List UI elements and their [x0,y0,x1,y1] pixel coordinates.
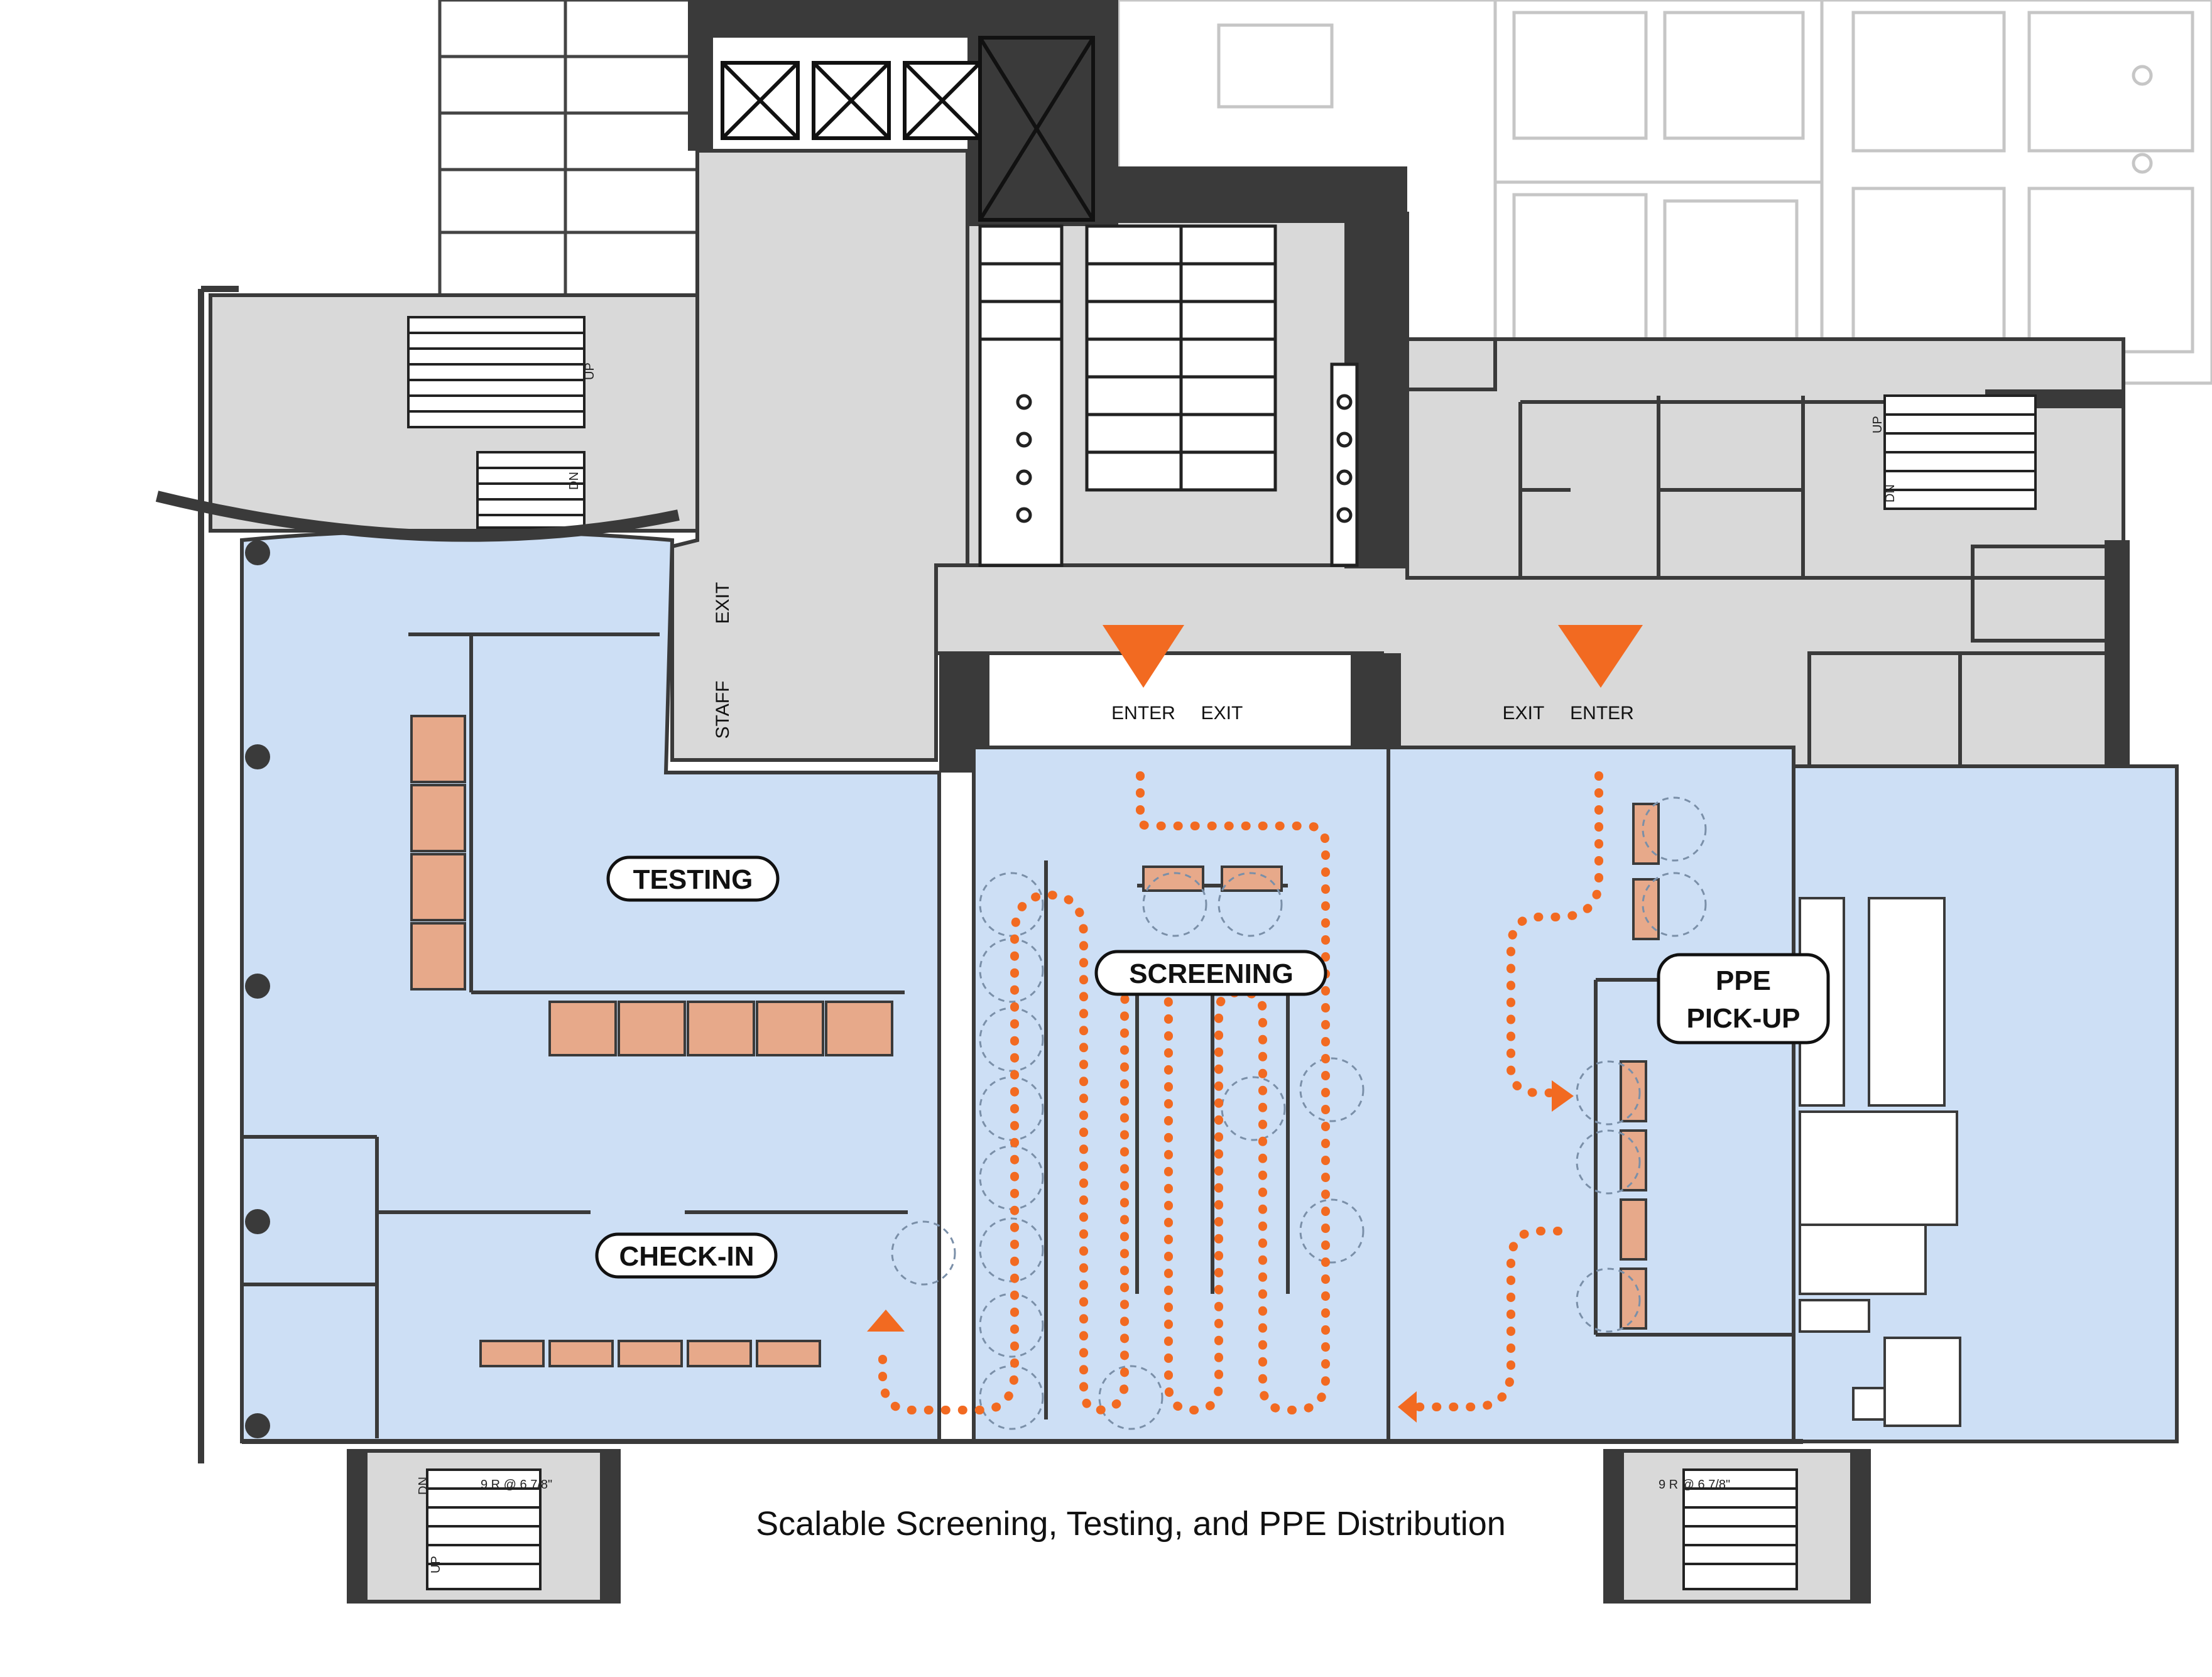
stair-up-label-3: UP [429,1556,443,1573]
route-arrows [867,625,1643,1423]
stair-dn-label-2: DN [1883,484,1897,502]
figure-caption: Scalable Screening, Testing, and PPE Dis… [756,1505,1506,1543]
curtain-wall [438,0,699,297]
checkin-arrow-icon [867,1310,905,1332]
zone-label-checkin: CHECK-IN [595,1232,778,1279]
restroom-stalls [978,224,1359,567]
exit-left-label: EXIT [1201,703,1243,724]
door-labels: ENTER EXIT EXIT ENTER STAFF EXIT [712,582,1634,739]
enter-right-label: ENTER [1570,703,1634,724]
stair-riser-note-1: 9 R @ 6 7/8" [481,1478,552,1492]
enter-arrow-right-icon [1558,625,1643,688]
stair-labels: UP DN UP DN DN UP 9 R @ 6 7/8" 9 R @ 6 7… [417,362,1897,1573]
staff-exit-label: EXIT [712,582,733,624]
stairs [407,316,2037,1590]
stair-up-label-2: UP [1871,416,1885,433]
ppe-arrow-icon [1552,1080,1574,1112]
checkin-label: CHECK-IN [619,1241,754,1272]
staff-door-label: STAFF [712,681,733,739]
checkin-stations [479,1340,821,1367]
entry-canopy [155,491,680,542]
testing-stations [410,715,893,1056]
ppe-label-line2: PICK-UP [1687,1003,1801,1034]
circulation-route [878,771,1603,1415]
screening-label: SCREENING [1129,958,1294,989]
ppe-label-line1: PPE [1716,965,1771,996]
ppe-shelving [1799,897,1961,1427]
columns [245,540,270,1438]
enter-arrow-left-icon [1103,625,1184,688]
stair-dn-label-3: DN [417,1477,430,1495]
testing-label: TESTING [633,864,753,895]
stair-up-label-1: UP [583,362,597,380]
elevator-shafts [721,36,1095,222]
zone-label-screening: SCREENING [1094,950,1327,996]
enter-left-label: ENTER [1111,703,1175,724]
stair-riser-note-2: 9 R @ 6 7/8" [1659,1478,1730,1492]
exit-right-label: EXIT [1503,703,1545,724]
zone-label-testing: TESTING [606,855,780,902]
zone-label-ppe: PPE PICK-UP [1657,953,1830,1045]
return-arrow-icon [1398,1391,1417,1423]
ppe-stations [1620,803,1660,1330]
stair-dn-label-1: DN [567,472,581,490]
